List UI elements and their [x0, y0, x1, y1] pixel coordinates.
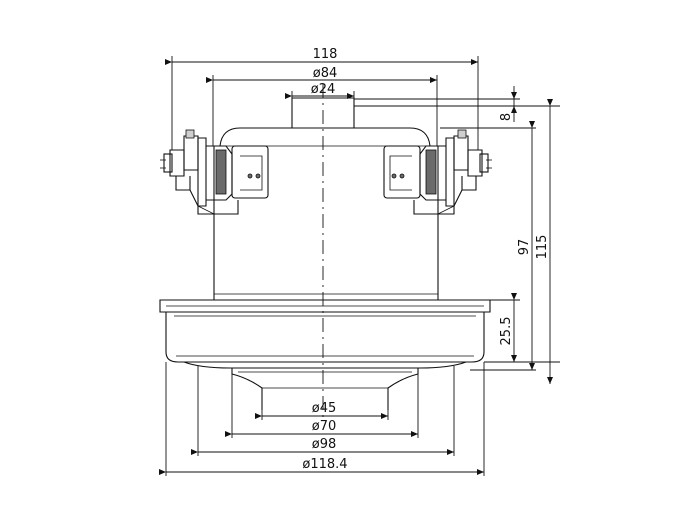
dim-diameter-98: ø98 [312, 437, 337, 452]
left-brush-holder [160, 129, 269, 215]
top-dome [219, 127, 431, 147]
dim-diameter-24: ø24 [311, 82, 336, 97]
dim-diameter-84: ø84 [313, 66, 338, 81]
extension-lines [165, 56, 560, 476]
dim-height-97: 97 [517, 239, 532, 256]
dim-height-25-5: 25.5 [499, 317, 514, 346]
dim-diameter-70: ø70 [312, 419, 337, 434]
motor-outline [159, 97, 492, 410]
vertical-dimensions [511, 86, 553, 384]
dim-diameter-45: ø45 [312, 401, 337, 416]
dim-diameter-118-4: ø118.4 [302, 457, 347, 472]
motor-housing [213, 146, 439, 300]
horizontal-dimensions [159, 59, 484, 475]
dim-height-115: 115 [535, 235, 550, 260]
right-brush-holder [383, 129, 492, 215]
dim-height-8: 8 [499, 113, 514, 121]
fan-housing [159, 299, 491, 410]
dim-width-118: 118 [313, 47, 338, 62]
